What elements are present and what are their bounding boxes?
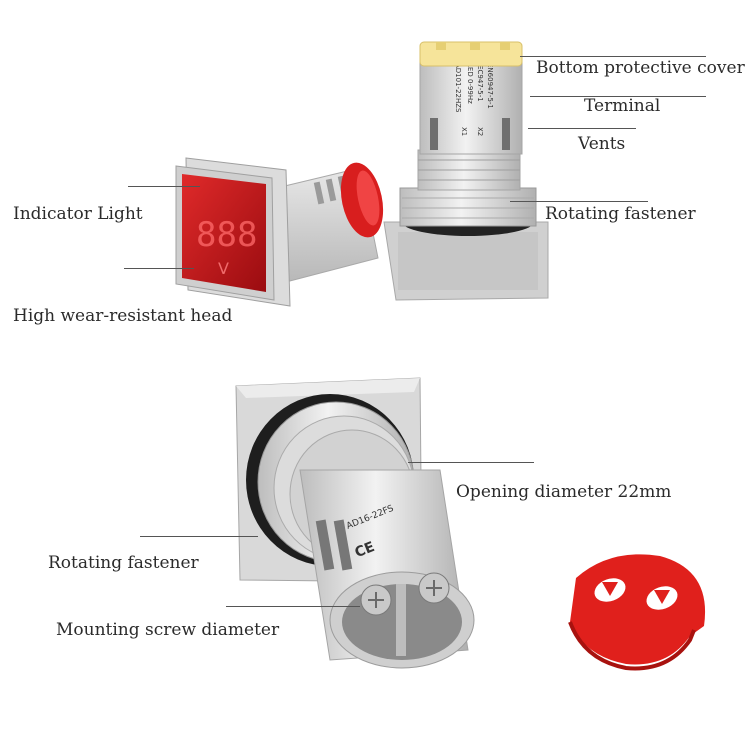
display-digits: 888 bbox=[196, 215, 257, 255]
leader-terminal bbox=[530, 96, 706, 97]
marking-model-top: AD101-22HZS bbox=[454, 63, 462, 113]
display-unit: V bbox=[218, 259, 229, 278]
leader-opening-diameter bbox=[408, 462, 534, 463]
label-bottom-protective-cover: Bottom protective cover bbox=[536, 58, 745, 78]
label-opening-diameter: Opening diameter 22mm bbox=[456, 482, 672, 502]
label-indicator-light: Indicator Light bbox=[13, 204, 143, 224]
label-rotating-fastener-bottom: Rotating fastener bbox=[48, 553, 199, 573]
label-vents: Vents bbox=[578, 134, 626, 154]
leader-mounting-screw bbox=[226, 606, 360, 607]
leader-rotating-fastener-top bbox=[510, 201, 648, 202]
label-mounting-screw-diameter: Mounting screw diameter bbox=[56, 620, 280, 640]
leader-rotating-fastener-bottom bbox=[140, 536, 258, 537]
label-rotating-fastener-top: Rotating fastener bbox=[545, 204, 696, 224]
indicator-lamp-rear: EN60947-5-1 IEC947-5-1 LED 0-99Hz AD101-… bbox=[383, 41, 549, 301]
leader-vents bbox=[528, 128, 636, 129]
label-high-wear-resistant-head: High wear-resistant head bbox=[13, 306, 233, 326]
label-terminal: Terminal bbox=[584, 96, 661, 116]
marking-x1: X1 bbox=[460, 127, 468, 136]
leader-bottom-cover bbox=[520, 56, 706, 57]
indicator-lamp-bottom: AD16-22FS CE bbox=[235, 377, 475, 669]
marking-std-2: EN60947-5-1 bbox=[486, 63, 494, 109]
ce-mark: CE bbox=[353, 539, 377, 561]
leader-wear-resistant-head bbox=[124, 268, 194, 269]
red-mounting-nut bbox=[568, 554, 706, 671]
marking-std-1: IEC947-5-1 bbox=[476, 63, 484, 102]
marking-x2: X2 bbox=[476, 127, 484, 136]
leader-indicator-light bbox=[128, 186, 200, 187]
marking-freq: LED 0-99Hz bbox=[466, 63, 474, 104]
indicator-lamp-front: 888 V bbox=[175, 157, 384, 307]
